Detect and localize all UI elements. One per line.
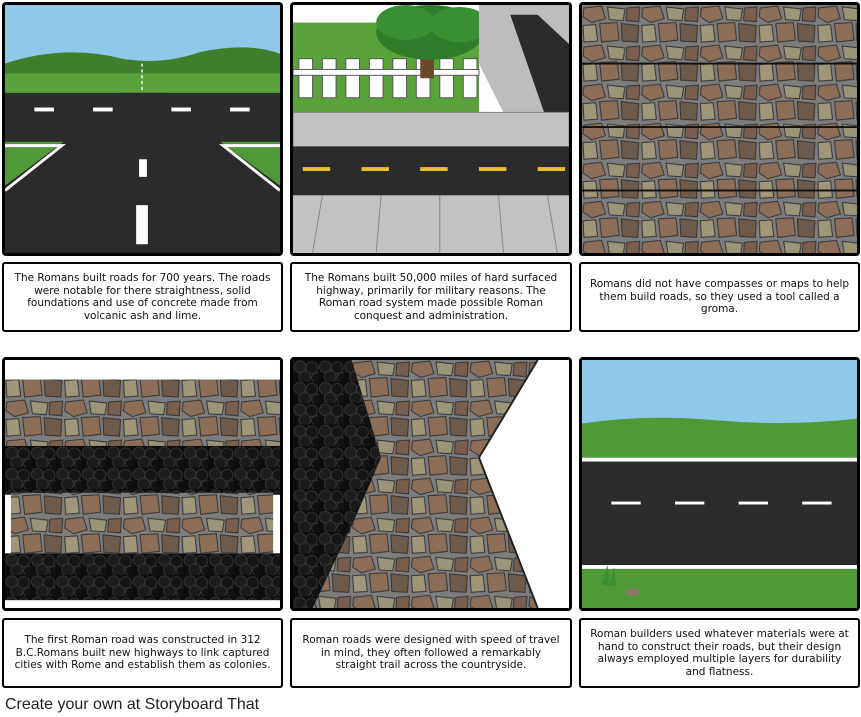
- panel-5-image: [290, 357, 572, 611]
- straight-road-illustration: [5, 5, 280, 253]
- panel-2-image: [290, 2, 572, 256]
- stone-road-perspective-illustration: [293, 360, 569, 608]
- panel-3-caption: Romans did not have compasses or maps to…: [579, 262, 860, 332]
- panel-6-caption: Roman builders used whatever materials w…: [579, 618, 860, 688]
- flat-road-illustration: [582, 360, 857, 608]
- storyboard-footer-link[interactable]: Create your own at Storyboard That: [5, 696, 260, 713]
- panel-2-caption: The Romans built 50,000 miles of hard su…: [290, 262, 572, 332]
- panel-1-image: [2, 2, 283, 256]
- panel-4-image: [2, 357, 283, 611]
- panel-1-caption: The Romans built roads for 700 years. Th…: [2, 262, 283, 332]
- panel-4-caption: The first Roman road was constructed in …: [2, 618, 283, 688]
- panel-6-image: [579, 357, 860, 611]
- street-fence-illustration: [293, 5, 569, 253]
- stone-wall-illustration: [582, 5, 857, 253]
- road-layers-illustration: [5, 360, 280, 608]
- panel-3-image: [579, 2, 860, 256]
- panel-5-caption: Roman roads were designed with speed of …: [290, 618, 572, 688]
